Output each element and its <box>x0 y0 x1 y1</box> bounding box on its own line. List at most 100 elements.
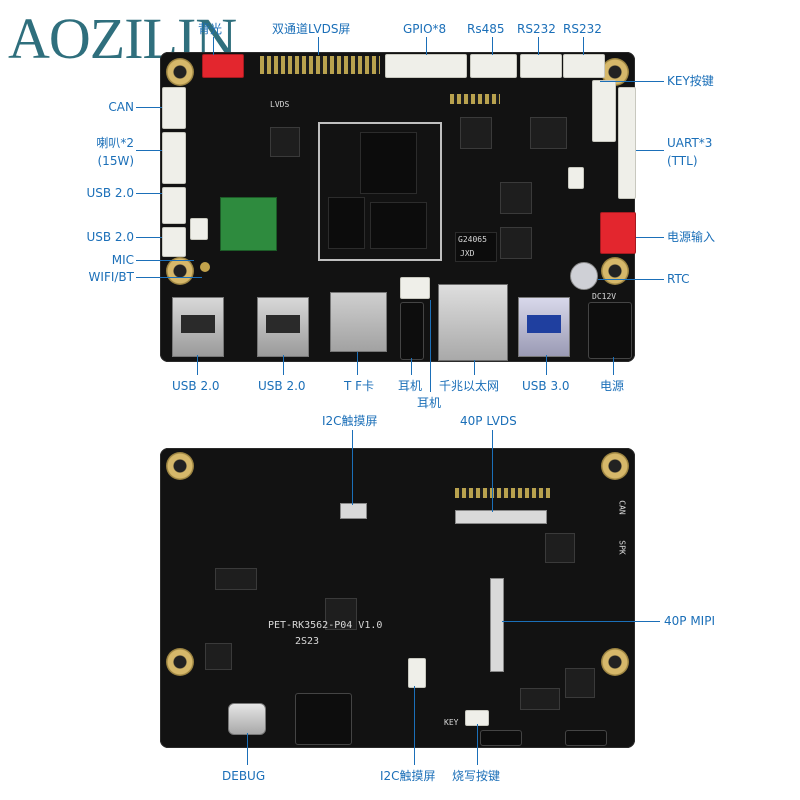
label-usb20-a: USB 2.0 <box>86 186 134 200</box>
label-earphone-b: 耳机 <box>417 396 442 410</box>
key-silk: KEY <box>444 718 459 727</box>
leader-line <box>136 260 194 261</box>
usb20-header <box>162 187 186 224</box>
leader-line <box>636 237 664 238</box>
label-rs232-a: RS232 <box>517 22 556 36</box>
tf-card-slot <box>330 292 387 352</box>
label-mic: MIC <box>111 253 134 267</box>
label-speaker-power: (15W) <box>97 154 135 168</box>
mounting-hole <box>166 58 194 86</box>
date-code: 2S23 <box>295 636 320 647</box>
label-rs232-b: RS232 <box>563 22 602 36</box>
ic-chip <box>205 643 232 670</box>
lvds-header <box>260 56 380 74</box>
ic-chip <box>460 117 492 149</box>
key-connector <box>592 80 616 142</box>
power-ic <box>455 232 497 262</box>
leader-line <box>352 430 353 505</box>
soc-chip <box>360 132 417 194</box>
leader-line <box>411 358 412 375</box>
spk-silk: SPK <box>617 540 627 555</box>
ethernet-port <box>438 284 508 361</box>
leader-line <box>583 37 584 55</box>
connector-housing <box>295 693 352 745</box>
label-burn-key: 烧写按键 <box>452 769 501 783</box>
label-mipi-40p: 40P MIPI <box>664 614 715 628</box>
label-can: CAN <box>108 100 134 114</box>
label-debug: DEBUG <box>222 769 266 783</box>
power-input-connector <box>600 212 636 254</box>
ic-chip <box>215 568 257 590</box>
ic-chip <box>325 598 357 630</box>
mipi-40p-connector <box>490 578 504 672</box>
mounting-hole <box>601 452 629 480</box>
leader-line <box>136 150 162 151</box>
earphone-jack <box>400 302 424 360</box>
usb-port-edge <box>480 730 522 746</box>
ic-chip <box>530 117 567 149</box>
leader-line <box>477 724 478 765</box>
leader-line <box>538 37 539 55</box>
uart-connector <box>618 87 636 199</box>
speaker-connector <box>162 132 186 184</box>
ram-chip <box>370 202 427 249</box>
can-silk: CAN <box>617 500 627 515</box>
backlight-connector <box>202 54 244 78</box>
som-outline <box>318 122 442 261</box>
leader-line <box>613 357 614 375</box>
label-i2c-touch-top: I2C触摸屏 <box>322 414 378 428</box>
ic-chip <box>520 688 560 710</box>
leader-line <box>213 37 214 55</box>
leader-line <box>546 355 547 375</box>
wifi-bt-module <box>220 197 277 251</box>
leader-line <box>283 355 284 375</box>
leader-line <box>414 686 415 765</box>
chip-code: G24065 <box>458 235 487 244</box>
label-i2c-touch-bottom: I2C触摸屏 <box>380 769 436 783</box>
label-rs485: Rs485 <box>467 22 505 36</box>
leader-line <box>600 81 664 82</box>
usb20-header <box>162 227 186 257</box>
gpio-connector <box>385 54 467 78</box>
pin-header <box>450 94 500 104</box>
leader-line <box>492 430 493 512</box>
label-usb20-b: USB 2.0 <box>86 230 134 244</box>
board-top-view: G24065 JXD LVDS DC12V <box>160 52 636 362</box>
dc12v-silk: DC12V <box>592 292 617 301</box>
emmc-chip <box>328 197 365 249</box>
inductor <box>500 227 532 259</box>
small-connector <box>568 167 584 189</box>
mounting-hole <box>166 452 194 480</box>
label-uart: UART*3 <box>667 136 713 150</box>
leader-line <box>136 237 162 238</box>
rs232-connector <box>520 54 562 78</box>
i2c-touch-connector-top <box>340 503 367 519</box>
leader-line <box>636 150 664 151</box>
leader-line <box>426 37 427 55</box>
inductor <box>500 182 532 214</box>
label-gpio: GPIO*8 <box>403 22 447 36</box>
label-lvds-40p: 40P LVDS <box>460 414 517 428</box>
antenna-pad <box>200 262 210 272</box>
label-gigabit-eth: 千兆以太网 <box>439 379 500 393</box>
usb20-port <box>172 297 224 357</box>
label-speaker: 喇叭*2 <box>96 136 134 150</box>
label-usb20-c: USB 2.0 <box>172 379 220 393</box>
debug-typec-port <box>228 703 266 735</box>
board-bottom-view: PET-RK3562-P04 V1.0 2S23 KEY CAN SPK <box>160 448 635 748</box>
label-usb30: USB 3.0 <box>522 379 570 393</box>
leader-line <box>136 107 162 108</box>
leader-line <box>247 733 248 765</box>
usb30-port <box>518 297 570 357</box>
rtc-battery <box>570 262 598 290</box>
leader-line <box>197 355 198 375</box>
dc-power-jack <box>588 302 632 359</box>
mounting-hole <box>166 257 194 285</box>
lvds-40p-connector <box>455 510 547 524</box>
test-pads <box>455 488 550 498</box>
mounting-hole <box>166 648 194 676</box>
label-rtc: RTC <box>667 272 690 286</box>
label-backlight: 背光 <box>198 22 223 36</box>
label-uart-ttl: (TTL) <box>667 154 698 168</box>
ic-chip <box>270 127 300 157</box>
